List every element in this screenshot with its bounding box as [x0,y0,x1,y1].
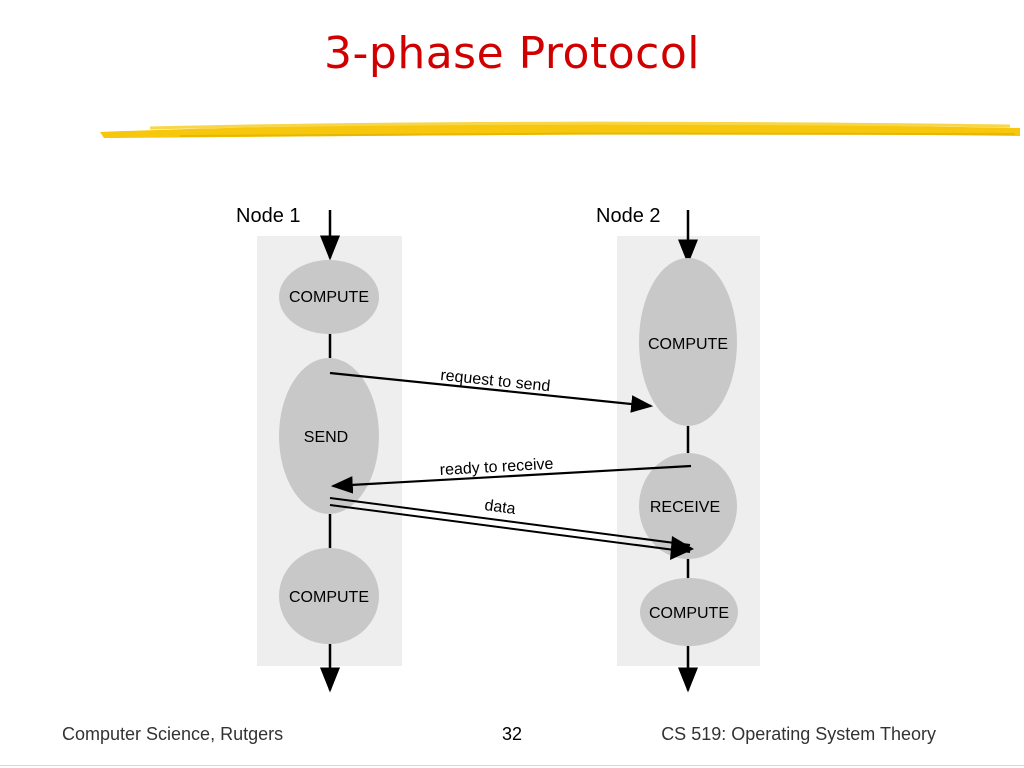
node1-state-send [279,358,379,514]
message-data-arrowhead [670,536,694,560]
node2-label: Node 2 [596,205,661,227]
message-data-label: data [483,497,516,518]
message-data-arrow-line-2 [329,504,691,553]
node1-label: Node 1 [236,205,301,227]
footer-course-org: Computer Science, Rutgers [62,724,284,744]
node2-state-compute-bottom-label: COMPUTE [649,605,729,622]
node2-state-compute-top [639,258,737,426]
node1-state-compute-bottom-label: COMPUTE [289,589,369,606]
bottom-rule [0,765,1024,766]
message-data-arrow-line-1 [329,497,691,546]
node1-state-compute-top [279,260,379,334]
node1-state-compute-bottom [279,548,379,644]
node2-state-receive [639,453,737,559]
message-ready-to-receive-label: ready to receive [439,456,554,479]
node2-state-receive-label: RECEIVE [650,499,720,516]
title-underline-stroke [100,121,1020,138]
node1-state-send-label: SEND [304,429,348,446]
protocol-diagram: Node 1 COMPUTE SEND COMPUTE Node 2 COMPU… [236,205,760,693]
node1-state-compute-top-label: COMPUTE [289,289,369,306]
slide-title: 3-phase Protocol [324,28,700,79]
message-ready-to-receive-arrow [330,464,692,494]
footer-page-number: 32 [501,724,523,744]
node2-state-compute-bottom [640,578,738,646]
message-request-to-send-arrow [329,371,654,413]
footer-course-title: CS 519: Operating System Theory [661,724,936,744]
node2-state-compute-top-label: COMPUTE [648,336,728,353]
